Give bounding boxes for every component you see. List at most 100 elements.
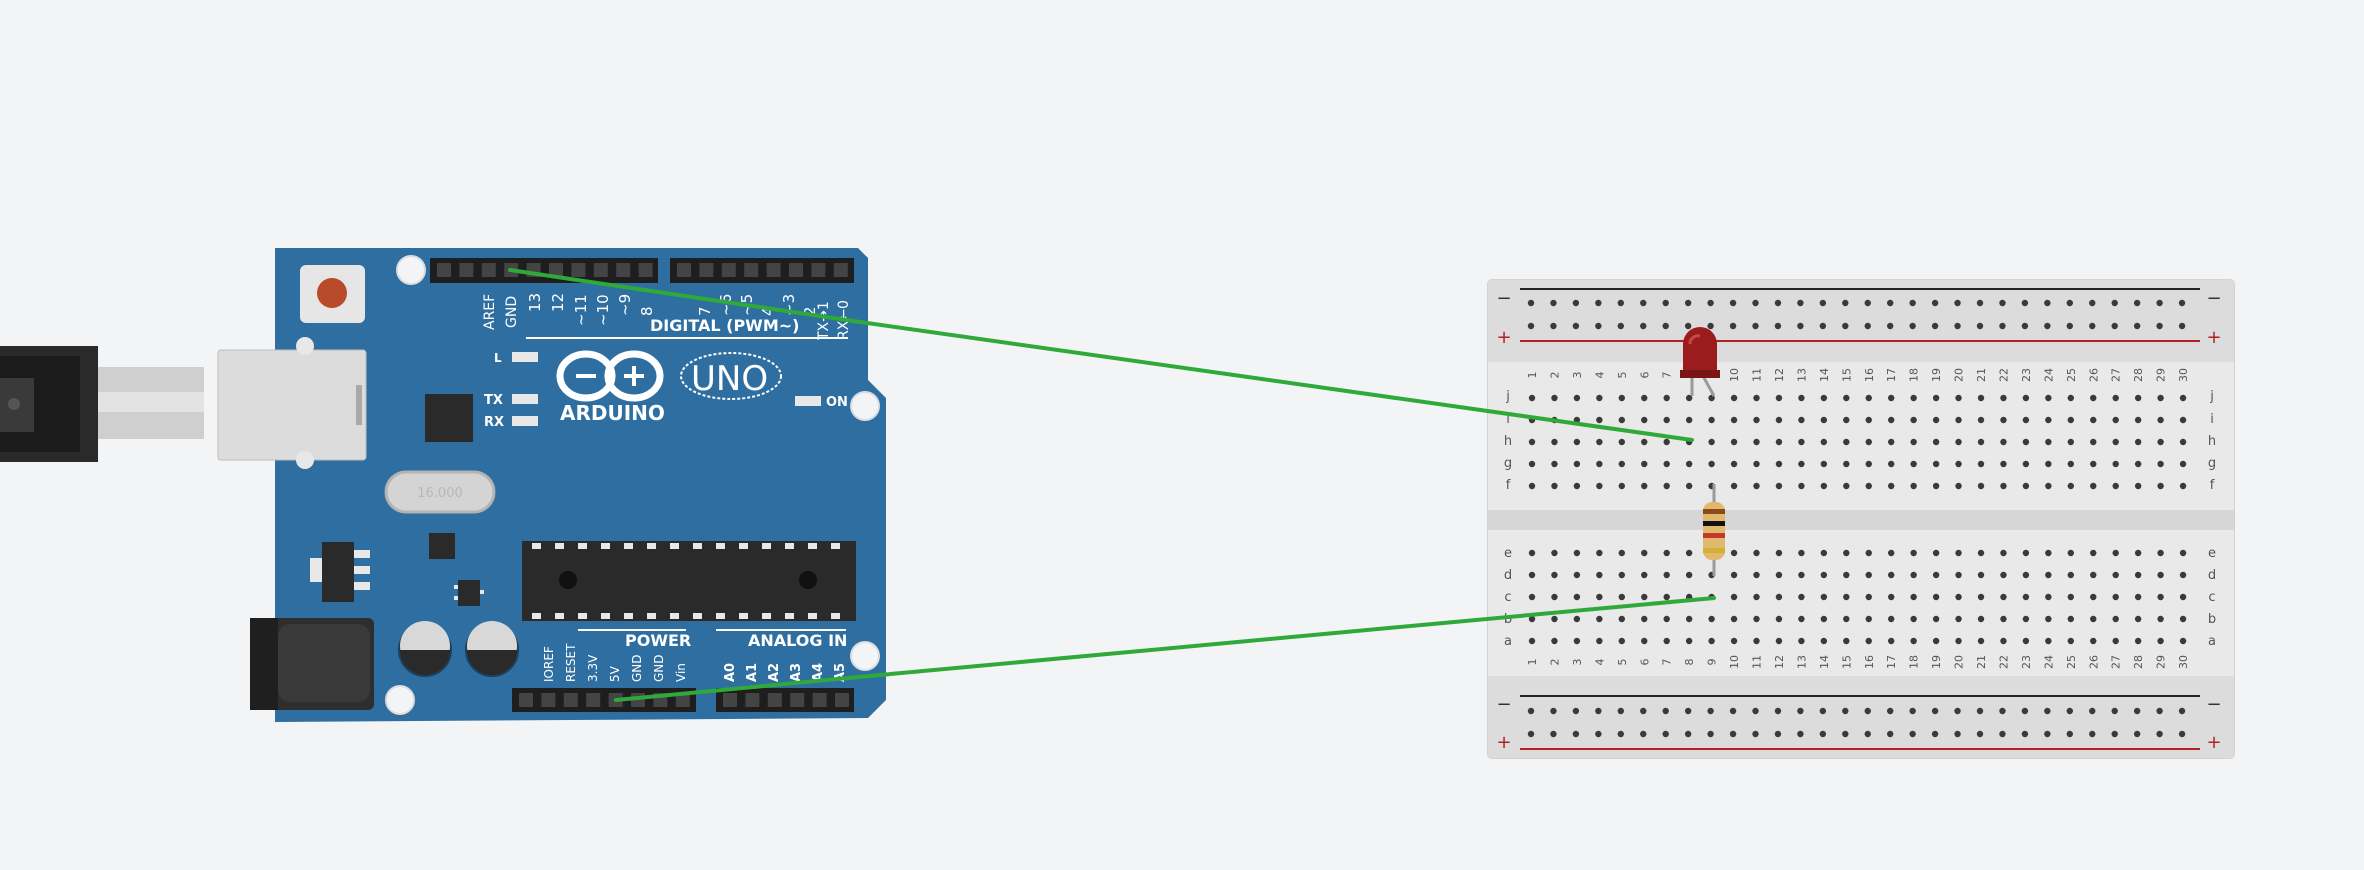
breadboard-hole[interactable] xyxy=(1730,593,1738,601)
header-pin[interactable] xyxy=(833,263,848,277)
breadboard-hole[interactable] xyxy=(2022,394,2030,402)
rail-hole[interactable] xyxy=(2178,299,2186,307)
breadboard-hole[interactable] xyxy=(1775,637,1783,645)
breadboard-hole[interactable] xyxy=(1910,549,1917,557)
breadboard-hole[interactable] xyxy=(1798,637,1805,645)
breadboard-hole[interactable] xyxy=(1618,438,1626,446)
breadboard-hole[interactable] xyxy=(2000,571,2007,579)
rail-hole[interactable] xyxy=(1976,707,1984,715)
rail-hole[interactable] xyxy=(1976,322,1984,330)
breadboard-hole[interactable] xyxy=(2134,637,2142,645)
breadboard-hole[interactable] xyxy=(1865,460,1872,468)
breadboard-hole[interactable] xyxy=(2112,438,2119,446)
breadboard-hole[interactable] xyxy=(1685,615,1693,623)
breadboard-hole[interactable] xyxy=(2045,593,2052,601)
breadboard-hole[interactable] xyxy=(1528,394,1536,402)
breadboard-hole[interactable] xyxy=(1573,615,1581,623)
breadboard-hole[interactable] xyxy=(2045,637,2052,645)
breadboard-hole[interactable] xyxy=(1596,637,1603,645)
breadboard-hole[interactable] xyxy=(2157,571,2164,579)
breadboard-hole[interactable] xyxy=(2179,394,2187,402)
header-pin[interactable] xyxy=(721,263,736,277)
breadboard-hole[interactable] xyxy=(2045,549,2052,557)
breadboard-hole[interactable] xyxy=(1663,637,1670,645)
rail-hole[interactable] xyxy=(1954,730,1961,738)
analog-header[interactable] xyxy=(716,688,854,712)
breadboard-hole[interactable] xyxy=(2067,460,2074,468)
rail-hole[interactable] xyxy=(2178,322,2186,330)
breadboard-hole[interactable] xyxy=(2112,549,2119,557)
breadboard-hole[interactable] xyxy=(2022,637,2030,645)
breadboard-hole[interactable] xyxy=(2000,549,2007,557)
breadboard-hole[interactable] xyxy=(1596,438,1603,446)
breadboard-hole[interactable] xyxy=(2157,615,2164,623)
rail-hole[interactable] xyxy=(1617,730,1625,738)
breadboard-hole[interactable] xyxy=(1910,438,1917,446)
breadboard-hole[interactable] xyxy=(1775,416,1783,424)
breadboard-hole[interactable] xyxy=(1596,460,1603,468)
breadboard-hole[interactable] xyxy=(1865,416,1872,424)
breadboard-hole[interactable] xyxy=(1618,394,1626,402)
breadboard-hole[interactable] xyxy=(1618,460,1626,468)
rail-hole[interactable] xyxy=(1729,707,1737,715)
breadboard-hole[interactable] xyxy=(2134,394,2142,402)
header-pin[interactable] xyxy=(541,693,556,707)
breadboard-hole[interactable] xyxy=(1977,571,1985,579)
rail-hole[interactable] xyxy=(2044,322,2051,330)
breadboard-hole[interactable] xyxy=(1596,549,1603,557)
breadboard-hole[interactable] xyxy=(1843,571,1850,579)
wire-5v-to-breadboard[interactable] xyxy=(614,596,1716,702)
rail-hole[interactable] xyxy=(2044,730,2051,738)
breadboard-hole[interactable] xyxy=(2179,416,2187,424)
breadboard-hole[interactable] xyxy=(1977,637,1985,645)
breadboard-hole[interactable] xyxy=(1573,637,1581,645)
breadboard-hole[interactable] xyxy=(1888,593,1895,601)
breadboard-hole[interactable] xyxy=(1775,593,1783,601)
breadboard-hole[interactable] xyxy=(2090,438,2097,446)
breadboard-hole[interactable] xyxy=(1932,571,1940,579)
breadboard-hole[interactable] xyxy=(1596,394,1603,402)
breadboard-hole[interactable] xyxy=(1888,394,1895,402)
breadboard-hole[interactable] xyxy=(1820,394,1828,402)
rail-hole[interactable] xyxy=(1842,299,1849,307)
breadboard-hole[interactable] xyxy=(2179,593,2187,601)
rail-hole[interactable] xyxy=(1999,299,2006,307)
breadboard-hole[interactable] xyxy=(1843,460,1850,468)
breadboard-hole[interactable] xyxy=(2022,460,2030,468)
breadboard-hole[interactable] xyxy=(1551,460,1558,468)
rail-hole[interactable] xyxy=(1842,730,1849,738)
breadboard-hole[interactable] xyxy=(1888,549,1895,557)
breadboard-hole[interactable] xyxy=(2067,571,2074,579)
breadboard-hole[interactable] xyxy=(1865,571,1872,579)
breadboard-hole[interactable] xyxy=(2134,438,2142,446)
breadboard-hole[interactable] xyxy=(1753,482,1760,490)
breadboard-hole[interactable] xyxy=(1685,460,1693,468)
breadboard-hole[interactable] xyxy=(1641,416,1648,424)
breadboard-hole[interactable] xyxy=(1977,394,1985,402)
rail-hole[interactable] xyxy=(1819,707,1827,715)
header-pin[interactable] xyxy=(519,693,533,707)
rail-hole[interactable] xyxy=(1887,299,1894,307)
breadboard-hole[interactable] xyxy=(1663,460,1670,468)
breadboard-hole[interactable] xyxy=(1663,394,1670,402)
breadboard-hole[interactable] xyxy=(2134,549,2142,557)
breadboard-hole[interactable] xyxy=(1641,482,1648,490)
rail-hole[interactable] xyxy=(1752,707,1759,715)
breadboard-hole[interactable] xyxy=(1663,482,1670,490)
breadboard-hole[interactable] xyxy=(1708,416,1715,424)
rail-hole[interactable] xyxy=(1887,322,1894,330)
rail-hole[interactable] xyxy=(1752,730,1759,738)
rail-hole[interactable] xyxy=(2111,707,2118,715)
breadboard-hole[interactable] xyxy=(1865,549,1872,557)
rail-hole[interactable] xyxy=(1572,322,1580,330)
breadboard-hole[interactable] xyxy=(1843,593,1850,601)
breadboard-hole[interactable] xyxy=(2022,438,2030,446)
header-pin[interactable] xyxy=(767,693,782,707)
rail-hole[interactable] xyxy=(1684,322,1692,330)
breadboard-hole[interactable] xyxy=(2045,438,2052,446)
breadboard-hole[interactable] xyxy=(2134,482,2142,490)
breadboard-hole[interactable] xyxy=(2090,416,2097,424)
rail-hole[interactable] xyxy=(1954,322,1961,330)
breadboard-hole[interactable] xyxy=(1798,593,1805,601)
